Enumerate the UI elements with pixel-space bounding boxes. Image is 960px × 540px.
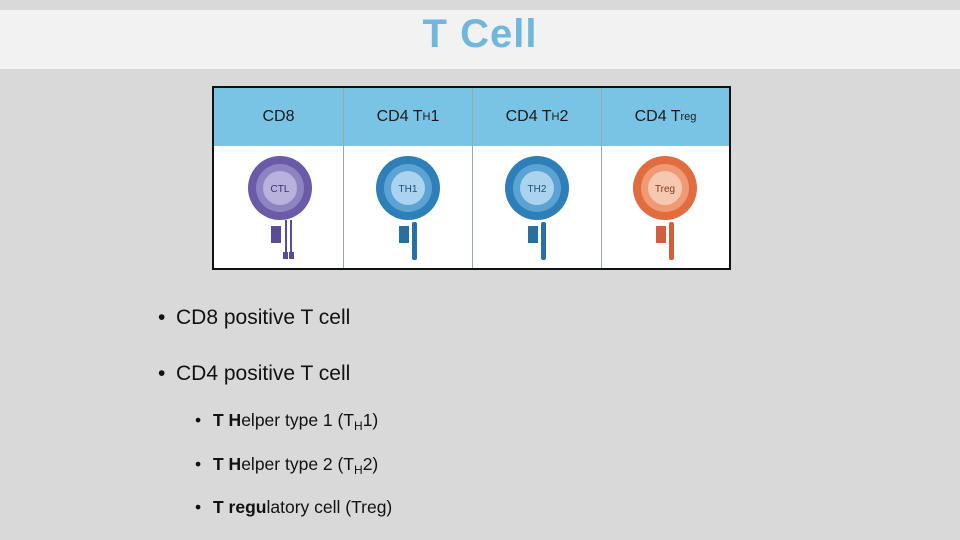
bullet-dot: • [158,306,166,329]
receptor [399,226,409,243]
cell-label: Treg [655,184,675,195]
title-bar [0,10,960,69]
cell-nucleus [391,171,425,205]
cell-nucleus [648,171,682,205]
cell-nucleus [520,171,554,205]
bullet-cd8: •CD8 positive T cell [158,306,351,329]
co-receptor [541,222,546,260]
sub-bullet-th2: •T Helper type 2 (TH2) [195,454,379,477]
cell-label: TH1 [399,184,418,195]
receptor [528,226,538,243]
column-header: CD8 [214,88,343,146]
cell-nucleus [263,171,297,205]
co-receptor [412,222,417,260]
bullet-dot: • [195,454,202,474]
treg-cell-icon: Treg [633,156,697,260]
th1-cell-icon: TH1 [376,156,440,260]
th1-cell-illustration: TH1 [344,146,472,270]
sub-bullet-th1: •T Helper type 1 (TH1) [195,410,379,433]
th2-cell-illustration: TH2 [473,146,601,270]
bullet-dot: • [158,362,166,385]
cell-label: TH2 [528,184,547,195]
receptor [656,226,666,243]
co-receptor-tip [289,252,294,259]
co-receptor-tip [283,252,288,259]
bullet-dot: • [195,410,202,430]
column-cd8: CD8 CTL [214,88,344,268]
page-title: T Cell [422,12,538,56]
th2-cell-icon: TH2 [505,156,569,260]
co-receptor [669,222,674,260]
receptor [271,226,281,243]
treg-cell-illustration: Treg [602,146,729,270]
cell-label: CTL [271,184,290,195]
ctl-cell-icon: CTL [248,156,312,259]
ctl-cell-illustration: CTL [214,146,343,270]
bullet-dot: • [195,497,202,517]
sub-bullet-treg: •T regulatory cell (Treg) [195,497,393,517]
bullet-cd4: •CD4 positive T cell [158,362,351,385]
